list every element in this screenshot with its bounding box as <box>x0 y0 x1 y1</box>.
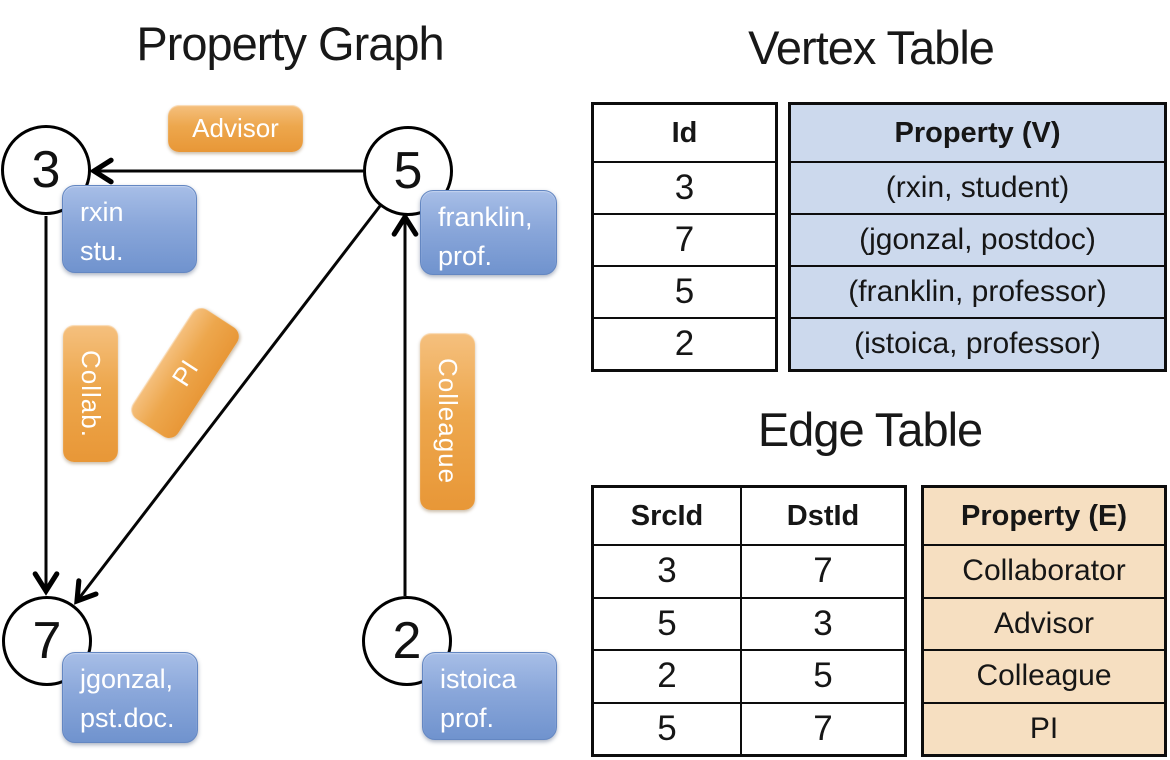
edge-table-property-cell: PI <box>924 701 1164 754</box>
edge-label-text: PI <box>165 354 204 392</box>
edge-table-header-property: Property (E) <box>924 488 1164 544</box>
node-id-label: 7 <box>32 612 62 670</box>
vertex-property-line: jgonzal, <box>80 664 174 694</box>
vertex-property-box-jgonzal: jgonzal, pst.doc. <box>62 652 198 743</box>
vertex-table-header-id: Id <box>671 116 698 149</box>
vertex-table-id-column: Id 3 7 5 2 <box>591 102 778 372</box>
edge-table-property-column: Property (E) Collaborator Advisor Collea… <box>921 485 1167 757</box>
node-id-label: 2 <box>392 612 422 670</box>
vertex-table-property-cell: (istoica, professor) <box>791 317 1164 369</box>
vertex-table-property-cell: (franklin, professor) <box>791 265 1164 317</box>
edge-table-title: Edge Table <box>757 403 983 456</box>
edge-label-advisor: Advisor <box>168 105 303 152</box>
edge-pi-line <box>74 205 382 605</box>
vertex-property-box-franklin: franklin, prof. <box>420 190 557 275</box>
vertex-property-box-istoica: istoica prof. <box>422 652 557 740</box>
vertex-table-id-cell: 2 <box>594 317 775 369</box>
edge-table-dst-cell: 3 <box>742 596 904 650</box>
graph-node-2: 2 <box>362 596 452 686</box>
vertex-table-id-cell: 7 <box>594 213 775 265</box>
vertex-table-property-column: Property (V) (rxin, student) (jgonzal, p… <box>788 102 1167 372</box>
vertex-property-line: prof. <box>438 241 493 271</box>
edge-label-text: Advisor <box>192 113 279 143</box>
vertex-table-id-cell: 5 <box>594 265 775 317</box>
edge-table-header-dstid: DstId <box>786 499 860 532</box>
vertex-property-line: prof. <box>440 703 495 733</box>
vertex-property-line: pst.doc. <box>80 703 175 733</box>
edge-table-src-cell: 5 <box>594 596 742 649</box>
vertex-table-property-cell: (jgonzal, postdoc) <box>791 213 1164 265</box>
node-id-label: 3 <box>31 141 61 199</box>
edge-table-dst-cell: 5 <box>742 649 904 702</box>
edge-table-dst-cell: 7 <box>742 544 904 597</box>
edge-table-property-cell: Collaborator <box>924 544 1164 597</box>
edge-label-text: Colleague <box>433 358 463 485</box>
edge-table-property-cell: Colleague <box>924 649 1164 702</box>
vertex-table-header-property: Property (V) <box>791 105 1164 161</box>
vertex-table-property-cell: (rxin, student) <box>791 161 1164 213</box>
property-graph-title: Property Graph <box>136 17 444 70</box>
edge-table-dst-cell: 7 <box>742 701 904 755</box>
edge-label-colleague: Colleague <box>420 333 475 510</box>
vertex-property-line: istoica <box>440 664 517 694</box>
vertex-table-title: Vertex Table <box>748 21 995 74</box>
node-id-label: 5 <box>393 142 423 200</box>
vertex-property-line: franklin, <box>438 202 533 232</box>
edge-label-text: Collab. <box>76 349 106 438</box>
graph-edges-layer <box>32 157 419 605</box>
edge-table-id-columns: SrcId DstId 3 7 5 3 2 5 5 7 <box>591 485 907 757</box>
vertex-property-line: stu. <box>80 236 124 266</box>
edge-table-header-srcid: SrcId <box>594 488 742 544</box>
edge-table-src-cell: 3 <box>594 544 742 597</box>
edge-table-property-cell: Advisor <box>924 596 1164 649</box>
vertex-property-line: rxin <box>80 197 124 227</box>
vertex-table-id-cell: 3 <box>594 161 775 213</box>
vertex-property-box-rxin: rxin stu. <box>62 185 197 273</box>
edge-table-src-cell: 2 <box>594 649 742 702</box>
edge-table-src-cell: 5 <box>594 701 742 754</box>
edge-label-collab: Collab. <box>63 325 118 462</box>
